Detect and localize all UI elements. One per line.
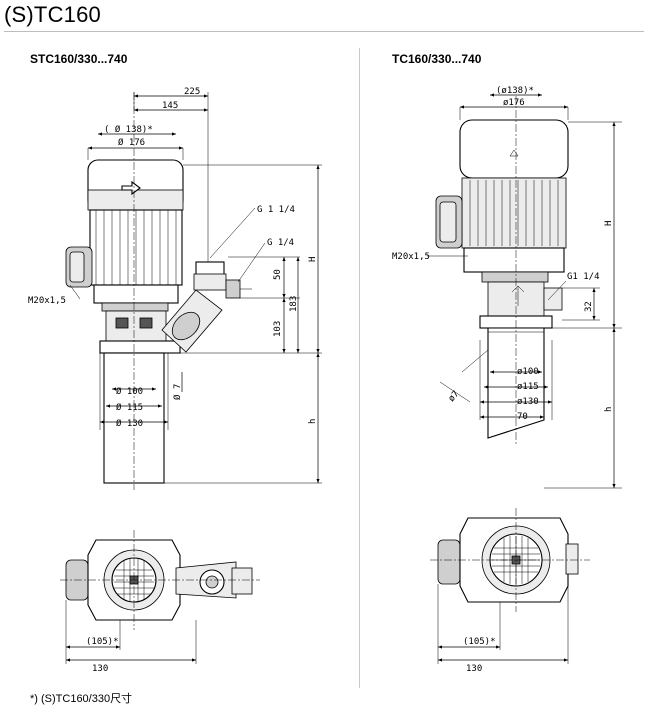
dim-225: 225 [184, 87, 200, 97]
dim-115: Ø 115 [116, 402, 143, 413]
dim-138-r: (ø138)* [496, 86, 534, 96]
dim-176: Ø 176 [118, 137, 145, 148]
dim-7-r: ø7 [447, 389, 462, 404]
dim-h-r: h [604, 407, 614, 412]
left-pump-elevation [65, 92, 252, 490]
left-view-title: STC160/330...740 [30, 52, 128, 66]
label-g14: G 1/4 [267, 238, 294, 248]
label-g114-r: G1 1/4 [567, 272, 600, 282]
footnote: *) (S)TC160/330尺寸 [30, 693, 133, 705]
title-divider [4, 31, 644, 32]
right-dimensions [427, 93, 622, 489]
dim-32: 32 [584, 301, 594, 312]
dim-130: Ø 130 [116, 418, 143, 429]
dim-105: (105)* [86, 637, 119, 647]
page-title: (S)TC160 [4, 2, 101, 27]
dim-H: H [308, 257, 318, 262]
dim-70: 70 [517, 412, 528, 422]
right-pump-top-view [430, 508, 590, 612]
label-g114: G 1 1/4 [257, 205, 295, 215]
right-top-dimensions: (105)* 130 [437, 584, 569, 674]
left-dimensions [69, 92, 322, 484]
dim-130-r: ø130 [517, 397, 539, 407]
label-m20: M20x1,5 [28, 296, 66, 306]
dim-7: Ø 7 [172, 384, 183, 400]
right-pump-elevation [435, 96, 569, 445]
dim-176-r: ø176 [503, 98, 525, 108]
left-dimension-labels: 225 145 ( Ø 138)* Ø 176 G 1 1/4 G 1/4 M2… [28, 87, 318, 429]
dim-130-width: 130 [92, 664, 108, 674]
dim-103: 103 [273, 321, 283, 337]
right-dimension-labels: (ø138)* ø176 H M20x1,5 G1 1/4 32 ø100 ø1… [392, 86, 614, 422]
dim-100-r: ø100 [517, 367, 539, 377]
dim-145: 145 [162, 101, 178, 111]
dim-105-r: (105)* [463, 637, 496, 647]
dim-h: h [308, 419, 318, 424]
dim-H-r: H [604, 221, 614, 226]
dim-115-r: ø115 [517, 382, 539, 392]
dim-100: Ø 100 [116, 386, 143, 397]
dim-130-width-r: 130 [466, 664, 482, 674]
dim-138: ( Ø 138)* [104, 124, 153, 135]
left-pump-top-view [60, 530, 260, 630]
left-top-dimensions: (105)* 130 [65, 600, 197, 674]
label-m20-r: M20x1,5 [392, 252, 430, 262]
column-divider [359, 48, 360, 688]
right-view-title: TC160/330...740 [392, 52, 482, 66]
dim-183: 183 [289, 296, 299, 312]
dim-50: 50 [273, 269, 283, 280]
